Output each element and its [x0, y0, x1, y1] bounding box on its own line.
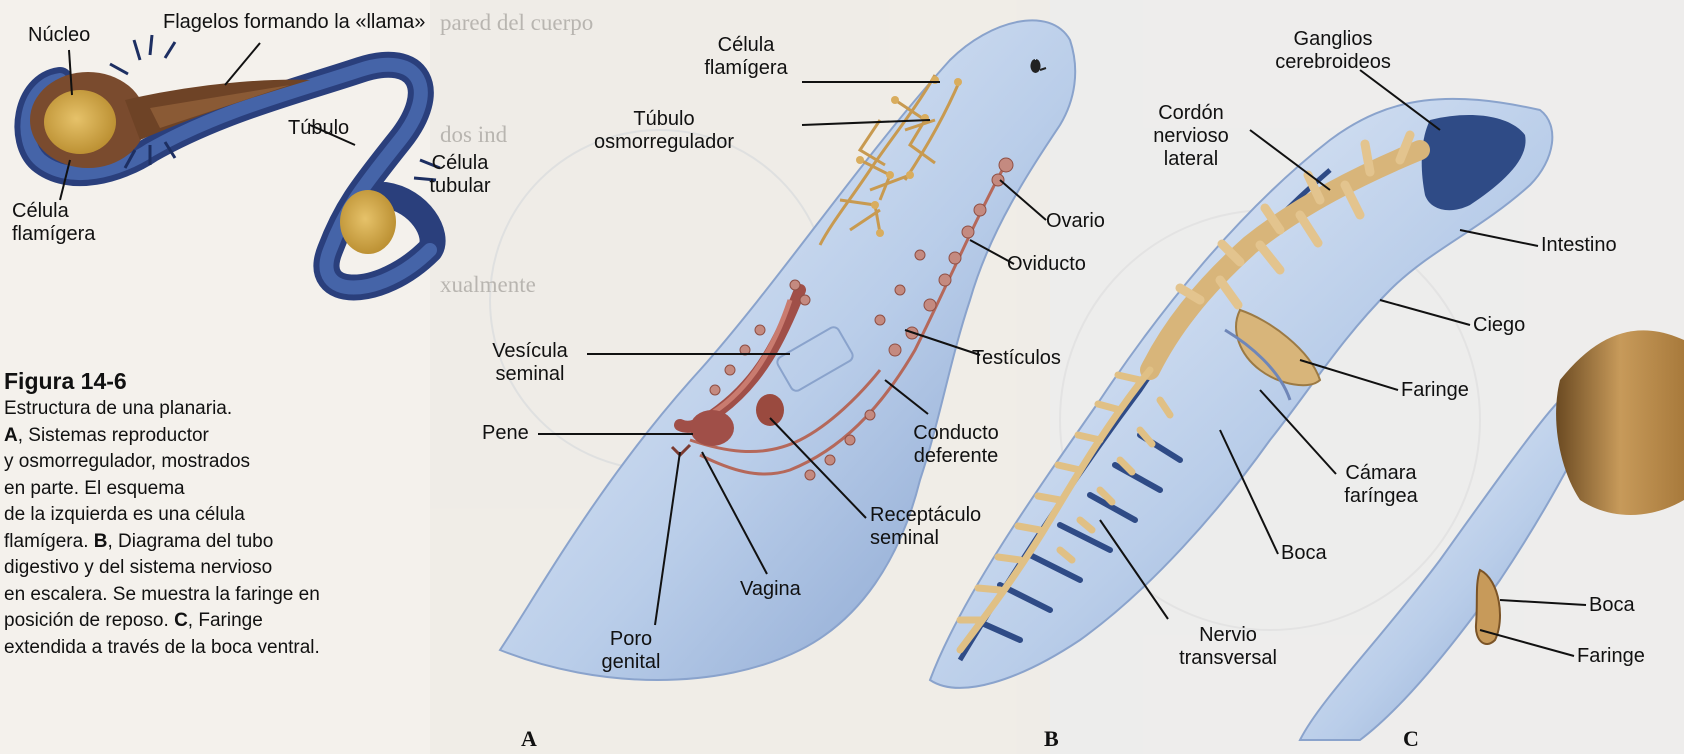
figure-caption: Figura 14-6 Estructura de una planaria. …: [4, 366, 424, 661]
label-boca-c: Boca: [1589, 594, 1635, 617]
label-camara-faringea-line2: faríngea: [1336, 485, 1426, 508]
label-oviducto: Oviducto: [1007, 253, 1086, 276]
panel-letter-b: B: [1044, 726, 1059, 752]
label-receptaculo-seminal-line1: Receptáculo: [870, 504, 981, 527]
label-ovario: Ovario: [1046, 210, 1105, 233]
caption-body: Estructura de una planaria. A, Sistemas …: [4, 396, 424, 661]
label-camara-faringea-line1: Cámara: [1336, 462, 1426, 485]
label-conducto-deferente-line1: Conducto: [906, 422, 1006, 445]
label-cordon-nervioso-lateral-line2: nervioso: [1146, 125, 1236, 148]
label-celula-flamigera-left: Célula flamígera: [12, 200, 95, 246]
label-celula-flamigera: Célula flamígera: [696, 34, 796, 80]
flame-cell: [27, 35, 440, 288]
label-cordon-nervioso-lateral-line3: lateral: [1146, 148, 1236, 171]
label-ganglios-cerebroideos-line1: Ganglios: [1268, 28, 1398, 51]
label-celula-flamigera-left-line1: Célula: [12, 200, 95, 223]
label-vagina: Vagina: [740, 578, 801, 601]
label-celula-flamigera-line2: flamígera: [696, 57, 796, 80]
label-celula-tubular: Célula tubular: [420, 152, 500, 198]
label-faringe-c: Faringe: [1577, 645, 1645, 668]
label-poro-genital: Poro genital: [596, 628, 666, 674]
label-conducto-deferente: Conducto deferente: [906, 422, 1006, 468]
label-celula-tubular-line2: tubular: [420, 175, 500, 198]
caption-intro: Estructura de una planaria.: [4, 398, 232, 419]
label-tubulo-osmorregulador-line1: Túbulo: [574, 108, 754, 131]
background-text-3: xualmente: [440, 272, 536, 298]
label-flagelos: Flagelos formando la «llama»: [163, 11, 425, 34]
label-ciego: Ciego: [1473, 314, 1525, 337]
label-nervio-transversal: Nervio transversal: [1168, 624, 1288, 670]
label-pene: Pene: [482, 422, 529, 445]
label-tubulo: Túbulo: [288, 117, 349, 140]
label-cordon-nervioso-lateral-line1: Cordón: [1146, 102, 1236, 125]
label-nucleo: Núcleo: [28, 24, 90, 47]
label-intestino: Intestino: [1541, 234, 1617, 257]
label-tubulo-osmorregulador-line2: osmorregulador: [574, 131, 754, 154]
label-camara-faringea: Cámara faríngea: [1336, 462, 1426, 508]
label-receptaculo-seminal: Receptáculo seminal: [870, 504, 981, 550]
caption-letter-a: A: [4, 425, 18, 446]
label-ganglios-cerebroideos-line2: cerebroideos: [1268, 51, 1398, 74]
label-receptaculo-seminal-line2: seminal: [870, 527, 981, 550]
background-text-2: dos ind: [440, 122, 507, 148]
label-faringe-b: Faringe: [1401, 379, 1469, 402]
label-nervio-transversal-line2: transversal: [1168, 647, 1288, 670]
label-boca-b: Boca: [1281, 542, 1327, 565]
label-poro-genital-line2: genital: [596, 651, 666, 674]
label-nervio-transversal-line1: Nervio: [1168, 624, 1288, 647]
caption-letter-c: C: [174, 610, 188, 631]
caption-title: Figura 14-6: [4, 366, 424, 396]
label-celula-flamigera-line1: Célula: [696, 34, 796, 57]
panel-letter-c: C: [1403, 726, 1419, 752]
label-celula-tubular-line1: Célula: [420, 152, 500, 175]
background-text-1: pared del cuerpo: [440, 10, 593, 36]
label-cordon-nervioso-lateral: Cordón nervioso lateral: [1146, 102, 1236, 171]
label-conducto-deferente-line2: deferente: [906, 445, 1006, 468]
panel-letter-a: A: [521, 726, 537, 752]
label-poro-genital-line1: Poro: [596, 628, 666, 651]
label-celula-flamigera-left-line2: flamígera: [12, 223, 95, 246]
label-ganglios-cerebroideos: Ganglios cerebroideos: [1268, 28, 1398, 74]
label-tubulo-osmorregulador: Túbulo osmorregulador: [574, 108, 754, 154]
label-vesicula-seminal: Vesícula seminal: [480, 340, 580, 386]
caption-letter-b: B: [94, 531, 108, 552]
label-testiculos: Testículos: [972, 347, 1061, 370]
label-vesicula-seminal-line1: Vesícula: [480, 340, 580, 363]
label-vesicula-seminal-line2: seminal: [480, 363, 580, 386]
